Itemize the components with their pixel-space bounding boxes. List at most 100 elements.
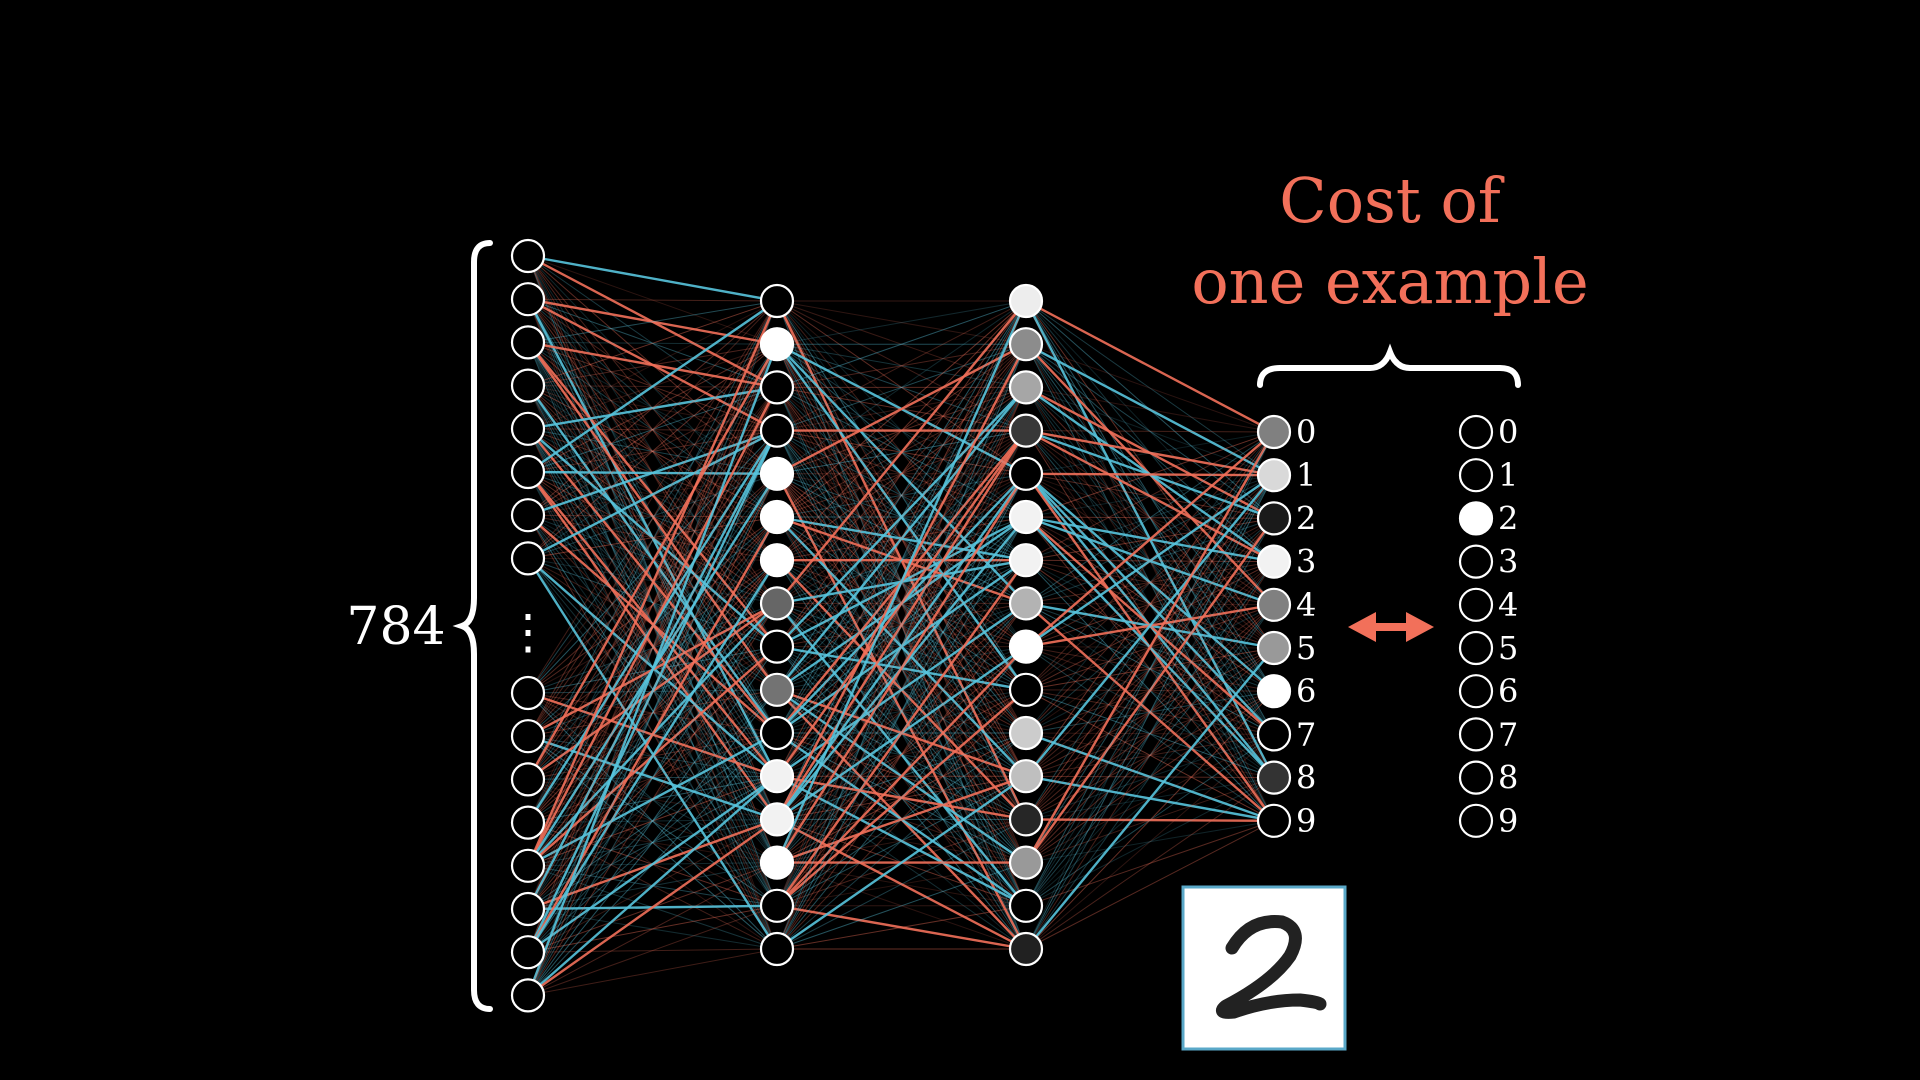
target-digit-label: 1 [1498,456,1518,494]
hidden1-neuron [759,283,795,319]
weight-edge [1025,646,1275,822]
weight-edge [527,341,778,389]
weight-edge [527,300,778,516]
weight-edge [527,948,778,953]
target-neuron [1458,414,1494,450]
weight-edge [776,732,1027,950]
weight-edge [776,905,1027,950]
weight-edge [1025,604,1275,863]
hidden2-neuron [1008,283,1044,319]
weight-edge [776,300,1027,518]
weight-edge [527,471,778,604]
weight-edge [526,300,779,867]
weight-edge [1025,474,1275,518]
weight-edge [776,559,1027,863]
weight-edge [776,775,1027,950]
hidden1-neuron [759,413,795,448]
weight-edge [527,514,778,561]
weight-edge [1025,343,1275,433]
weight-edge [527,471,778,734]
weight-edge [526,557,779,950]
handwritten-digit-2 [1215,915,1327,1019]
hidden2-neuron [1008,327,1044,362]
weight-edge [527,300,778,737]
weight-edge [1025,689,1275,735]
weight-edge [1025,733,1275,907]
input-neuron [510,325,546,360]
weight-edge [527,427,778,648]
output-digit-label: 2 [1296,499,1316,537]
weight-edge [1025,690,1275,950]
weight-edge [527,905,778,953]
weight-edge [776,300,1027,647]
cost-brace [1257,343,1521,388]
weight-edge [1025,647,1275,950]
weight-edge [527,343,778,694]
weight-edge [1025,472,1275,693]
output-digit-label: 4 [1296,586,1316,624]
input-neuron [510,935,546,970]
weight-edge [776,386,1027,691]
weight-edge [776,387,1027,950]
weight-edge [776,300,1027,691]
input-neuron [510,891,546,927]
output-neuron [1256,630,1292,666]
weight-edge [1025,777,1275,864]
weight-edge [527,557,778,561]
weight-edge [527,516,778,910]
weight-edge [776,300,1027,777]
weight-edge [527,343,778,559]
weight-edge [776,343,1027,907]
example-digit-image [1181,885,1347,1051]
weight-edge [776,343,1027,604]
weight-edge [776,430,1027,691]
weight-edge [527,300,778,694]
weight-edge [527,735,778,907]
weight-edge [1025,343,1275,477]
weight-edge [1025,818,1275,822]
weight-edge [527,386,778,516]
weight-edge [527,298,778,302]
weight-edge [527,473,778,823]
weight-edge [776,343,1027,777]
weight-edge [527,342,778,863]
weight-edge [1025,431,1275,648]
weight-edge [776,645,1027,907]
weight-edge [1025,604,1275,950]
weight-edge [1025,431,1275,734]
weight-edge [527,385,778,647]
hidden2-neuron [1008,499,1044,535]
weight-edge [776,559,1027,820]
weight-edge [1025,559,1275,649]
weight-edge [776,646,1027,777]
target-digit-label: 2 [1498,499,1518,537]
weight-edge [527,255,778,432]
weight-edge [527,342,778,561]
input-neuron [510,762,546,797]
weight-edge [776,818,1027,864]
weight-edge [776,387,1027,863]
weight-edge [776,689,1027,734]
weight-edge [1025,474,1275,950]
target-digit-label: 8 [1498,759,1518,797]
hidden2-neuron [1008,888,1044,923]
weight-edge [527,516,778,996]
weight-edge [527,603,778,953]
weight-edge [1025,516,1275,649]
weight-edge [527,514,778,950]
weight-edge [527,646,778,953]
weight-edge [1025,473,1275,563]
hidden2-neuron [1008,586,1044,621]
hidden1-neuron [759,931,795,967]
weight-edge [1025,647,1275,691]
hidden2-neuron [1008,715,1044,751]
weight-edge [776,430,1027,863]
weight-edge [776,559,1027,950]
weight-edge [527,775,778,780]
weight-edge [1025,431,1275,604]
weight-edge [527,341,778,345]
weight-edge [776,862,1027,950]
hidden2-neuron [1008,802,1044,837]
weight-edge [527,385,778,820]
